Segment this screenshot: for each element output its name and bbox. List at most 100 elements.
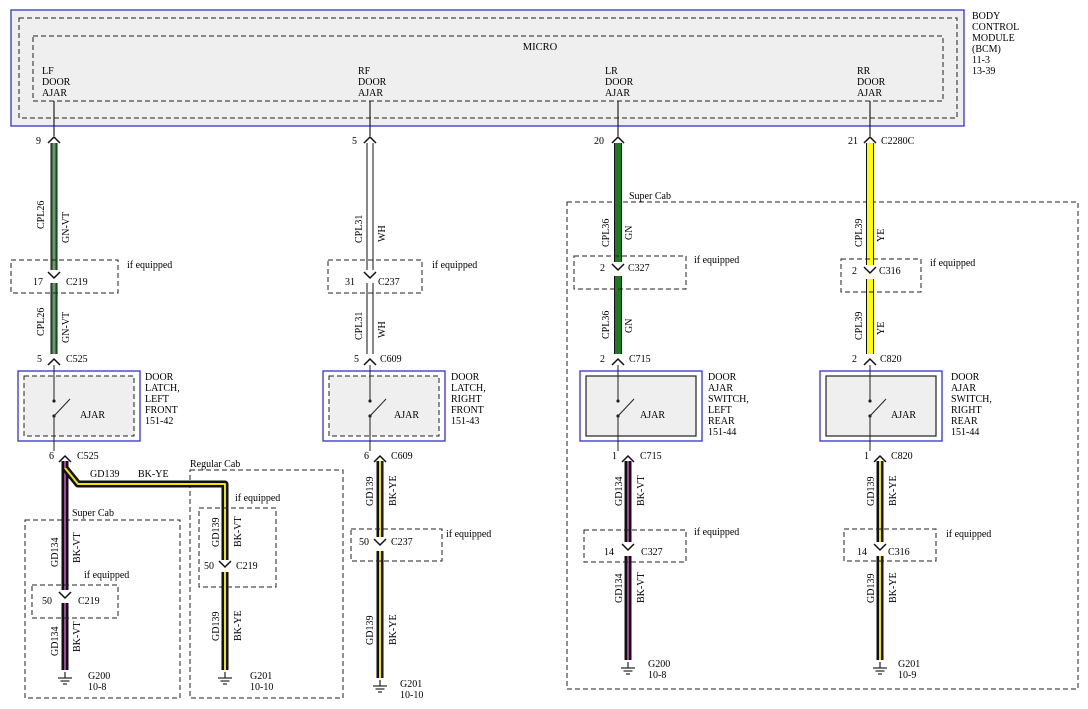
- bcm-title-line-3: MODULE: [972, 33, 1015, 44]
- rr-component-line-3: SWITCH,: [951, 394, 992, 405]
- lf-component-line-3: LEFT: [145, 394, 169, 405]
- rf-conn2-mark: [363, 357, 377, 366]
- rf-component-line-5: 151-43: [451, 416, 479, 427]
- if-equipped-c219-sc: if equipped: [84, 570, 129, 581]
- if-equipped-c237-bottom: if equipped: [446, 529, 491, 540]
- lf-sc-conn-mark: [58, 591, 72, 600]
- ground-g200-lr-ref: 10-8: [648, 670, 666, 681]
- rr-wire2-color: YE: [876, 322, 887, 335]
- bcm-module: MICRO LF DOOR AJAR RF DOOR AJAR LR DOOR …: [10, 9, 1019, 127]
- ground-g201-rc-name: G201: [250, 671, 272, 682]
- lf-branch-color: BK-YE: [138, 469, 169, 480]
- bcm-input-rr-line-3: AJAR: [857, 88, 882, 99]
- region-super-cab-label-rear: Super Cab: [629, 191, 671, 202]
- rr-conn1-name: C316: [879, 266, 901, 277]
- rr-conn2-name: C820: [880, 354, 902, 365]
- lr-component-line-4: LEFT: [708, 405, 732, 416]
- rr-wire4-color: BK-YE: [888, 572, 899, 603]
- rf-wire3-color: BK-YE: [388, 475, 399, 506]
- door-ajar-switch-left-rear: AJAR DOOR AJAR SWITCH, LEFT REAR 151-44: [579, 365, 749, 451]
- rf-conn3-name: C609: [391, 451, 413, 462]
- rr-wire2-circuit: CPL39: [854, 312, 865, 340]
- rr-bcm-connector: C2280C: [881, 136, 915, 147]
- rf-bcm-pin: 5: [352, 136, 357, 147]
- bcm-input-rr-line-1: RR: [857, 66, 871, 77]
- lr-conn2-mark: [611, 357, 625, 366]
- rf-conn1-pin: 31: [345, 277, 355, 288]
- lr-conn3-pin: 1: [612, 451, 617, 462]
- lf-wire2-color: GN-VT: [61, 312, 72, 343]
- lr-wire4-color: BK-VT: [636, 572, 647, 603]
- rr-conn3-name: C820: [891, 451, 913, 462]
- lr-bcm-pin: 20: [594, 136, 604, 147]
- lf-branch-circuit: GD139: [90, 469, 119, 480]
- rf-wire3-circuit: GD139: [365, 477, 376, 506]
- grounds-layer: [58, 662, 887, 693]
- rf-wire2-color: WH: [377, 321, 388, 338]
- lr-conn1-pin: 2: [600, 263, 605, 274]
- ground-g201-rf-name: G201: [400, 679, 422, 690]
- lf-conn2-pin: 5: [37, 354, 42, 365]
- rr-wire4-circuit: GD139: [866, 574, 877, 603]
- rr-conn1-pin: 2: [852, 266, 857, 277]
- rr-wire1-circuit: CPL39: [854, 219, 865, 247]
- lf-conn1-pin: 17: [33, 277, 43, 288]
- lf-conn3-mark: [58, 454, 72, 463]
- lf-wire2-circuit: CPL26: [36, 308, 47, 336]
- region-super-cab-label-lf: Super Cab: [72, 508, 114, 519]
- bcm-input-lf-line-1: LF: [42, 66, 54, 77]
- if-equipped-c316-bottom: if equipped: [946, 529, 991, 540]
- lf-sc-wire1-circuit: GD134: [50, 538, 61, 567]
- rr-component-line-5: REAR: [951, 416, 978, 427]
- lf-sc-conn-name: C219: [78, 596, 100, 607]
- rr-component-line-6: 151-44: [951, 427, 979, 438]
- lf-component-line-1: DOOR: [145, 372, 174, 383]
- lr-conn2-name: C715: [629, 354, 651, 365]
- bcm-input-rf-line-3: AJAR: [358, 88, 383, 99]
- bcm-title-line-5: 11-3: [972, 55, 990, 66]
- rr-conn4-mark: [873, 543, 887, 552]
- ground-g200-lf-name: G200: [88, 671, 110, 682]
- rf-bcm-pin-mark: [363, 135, 377, 144]
- lf-conn1-name: C219: [66, 277, 88, 288]
- rr-bcm-pin: 21: [848, 136, 858, 147]
- lr-wire3-circuit: GD134: [614, 477, 625, 506]
- lr-wire2-circuit: CPL36: [601, 311, 612, 339]
- rr-conn3-pin: 1: [864, 451, 869, 462]
- if-equipped-c316-top: if equipped: [930, 258, 975, 269]
- wires-layer: [50, 101, 884, 678]
- rf-conn3-pin: 6: [364, 451, 369, 462]
- bcm-input-lr-line-1: LR: [605, 66, 618, 77]
- rf-conn2-pin: 5: [354, 354, 359, 365]
- rr-bcm-pin-mark: [863, 135, 877, 144]
- bcm-input-lr-line-3: AJAR: [605, 88, 630, 99]
- ground-g200-lr-symbol: [621, 662, 635, 675]
- lr-conn4-pin: 14: [604, 547, 614, 558]
- lf-component-line-2: LATCH,: [145, 383, 180, 394]
- rf-component-line-2: LATCH,: [451, 383, 486, 394]
- lr-conn1-mark: [611, 263, 625, 272]
- door-latch-left-front: AJAR DOOR LATCH, LEFT FRONT 151-42: [17, 365, 180, 451]
- lr-bcm-pin-mark: [611, 135, 625, 144]
- rf-conn1-name: C237: [378, 277, 400, 288]
- lf-rc-wire1-color: BK-VT: [233, 516, 244, 547]
- lr-wire4-circuit: GD134: [614, 574, 625, 603]
- lf-conn3-name: C525: [77, 451, 99, 462]
- door-latch-right-front: AJAR DOOR LATCH, RIGHT FRONT 151-43: [322, 365, 486, 451]
- lf-sc-wire2-circuit: GD134: [50, 627, 61, 656]
- lf-rc-conn-name: C219: [236, 561, 258, 572]
- rf-conn1-mark: [363, 271, 377, 280]
- door-ajar-switch-right-rear: AJAR DOOR AJAR SWITCH, RIGHT REAR 151-44: [819, 365, 992, 451]
- if-equipped-c327-bottom: if equipped: [694, 527, 739, 538]
- lr-conn2-pin: 2: [600, 354, 605, 365]
- rf-conn2-name: C609: [380, 354, 402, 365]
- lf-rc-conn-mark: [218, 560, 232, 569]
- lr-conn3-mark: [621, 454, 635, 463]
- rr-wire3-circuit: GD139: [866, 477, 877, 506]
- lf-rc-wire2-color: BK-YE: [233, 610, 244, 641]
- rr-conn4-pin: 14: [857, 547, 867, 558]
- ground-g200-lf-symbol: [58, 672, 72, 685]
- lf-component-line-4: FRONT: [145, 405, 178, 416]
- bcm-title-line-6: 13-39: [972, 66, 995, 77]
- connector-boxes: [10, 255, 937, 619]
